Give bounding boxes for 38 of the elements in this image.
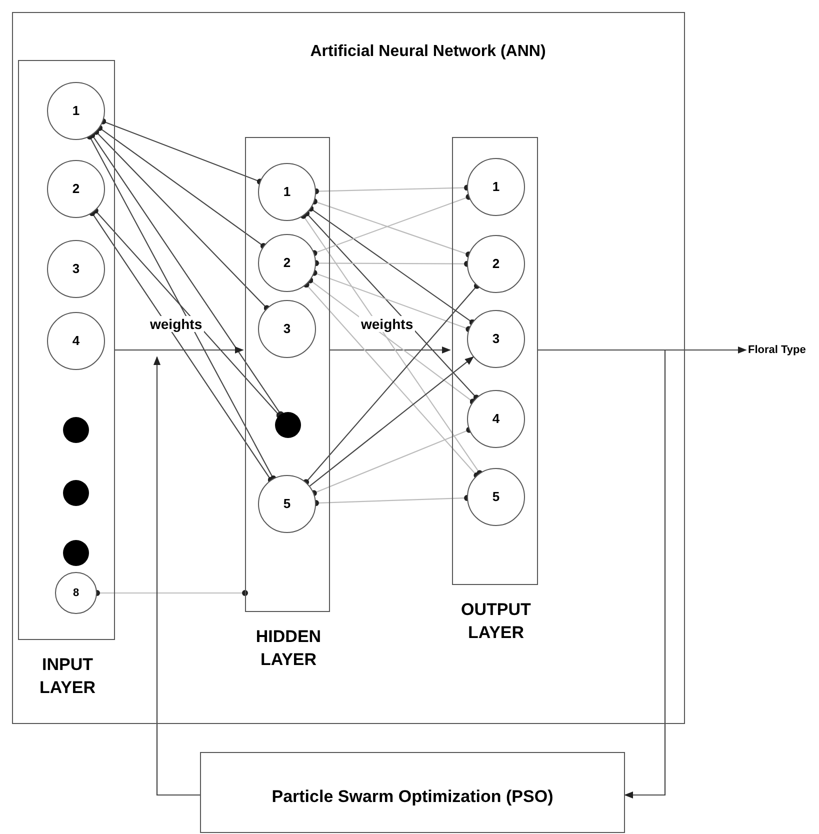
neuron-number: 8 xyxy=(72,586,80,601)
output-label: Floral Type xyxy=(748,342,806,358)
connector xyxy=(304,210,480,401)
connector xyxy=(310,426,472,496)
neuron-number: 2 xyxy=(492,255,500,274)
connector xyxy=(100,118,263,185)
connector xyxy=(330,346,451,354)
connector xyxy=(309,356,474,486)
edge-label: weights xyxy=(359,316,416,332)
edge-label: weights xyxy=(148,316,204,332)
connector xyxy=(307,277,476,405)
network-label: Artificial Neural Network (ANN) xyxy=(309,42,547,62)
neuron-number: 3 xyxy=(492,330,500,348)
layer-label: OUTPUT LAYER xyxy=(460,599,532,644)
neuron-number: 3 xyxy=(72,260,80,278)
neuron-number: 5 xyxy=(492,488,500,506)
connector xyxy=(308,206,476,326)
layer-label: INPUT LAYER xyxy=(38,654,97,699)
connector xyxy=(153,356,200,796)
optimizer-box xyxy=(200,752,625,833)
connector xyxy=(311,270,472,332)
neuron-number: 3 xyxy=(283,320,291,338)
neuron-number: 2 xyxy=(72,180,80,198)
neuron-number: 4 xyxy=(72,332,80,350)
connector xyxy=(93,128,270,312)
connector xyxy=(115,346,244,354)
connector xyxy=(89,210,274,483)
neuron-number: 2 xyxy=(283,254,291,272)
layer-label: HIDDEN LAYER xyxy=(254,626,322,671)
network-frame xyxy=(12,12,685,724)
neuron-number: 1 xyxy=(72,102,80,120)
neuron-number: 1 xyxy=(492,178,500,196)
optimizer-label: Particle Swarm Optimization (PSO) xyxy=(272,786,554,808)
neuron-number: 4 xyxy=(492,410,500,428)
connector xyxy=(538,349,666,799)
connector xyxy=(96,124,266,250)
neuron-number: 1 xyxy=(283,183,291,202)
neuron-number: 5 xyxy=(283,495,291,514)
